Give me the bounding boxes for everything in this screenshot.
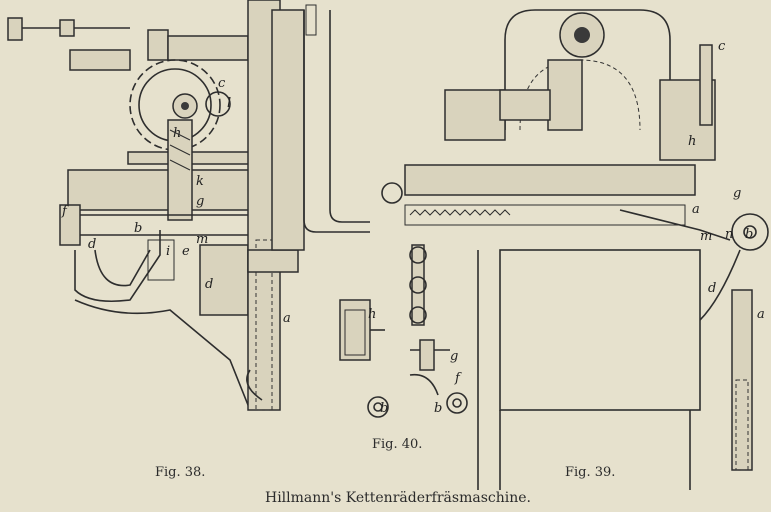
label-fig38-a: a <box>283 311 291 326</box>
label-fig38-b: b <box>134 221 142 236</box>
label-fig40-b2: b <box>434 401 442 416</box>
fig-40-drawing <box>339 244 468 418</box>
label-fig38-m: m <box>196 232 208 247</box>
label-fig39-a2: a <box>757 307 765 322</box>
caption-fig-40: Fig. 40. <box>372 437 423 452</box>
label-fig38-d: d <box>88 237 96 252</box>
label-fig39-n: n <box>725 227 733 242</box>
label-fig38-l: l <box>227 96 231 111</box>
label-fig39-g: g <box>733 186 741 201</box>
label-fig38-c: c <box>218 76 226 91</box>
fig-38-drawing <box>7 0 299 411</box>
label-fig39-a: a <box>692 202 700 217</box>
label-fig39-d: d <box>708 281 716 296</box>
label-fig39-c: c <box>718 39 726 54</box>
label-fig38-i: i <box>166 244 170 259</box>
caption-fig-39: Fig. 39. <box>565 465 616 480</box>
label-fig40-h: h <box>368 307 376 322</box>
label-fig38-f: f <box>61 204 69 219</box>
label-fig40-f: f <box>454 371 462 386</box>
label-fig38-g: g <box>196 194 204 209</box>
label-fig40-b: b <box>380 401 388 416</box>
label-fig38-e: e <box>182 244 190 259</box>
caption-fig-38: Fig. 38. <box>155 465 206 480</box>
figure-title: Hillmann's Kettenräderfräsmaschine. <box>265 490 531 506</box>
label-fig39-m: m <box>700 229 712 244</box>
fig-39-drawing <box>381 9 769 490</box>
label-fig38-d2: d <box>205 277 213 292</box>
column-drawing <box>271 4 370 251</box>
label-fig39-h: h <box>688 134 696 149</box>
label-fig38-h: h <box>173 126 181 141</box>
label-fig39-b: b <box>745 227 753 242</box>
label-fig40-g: g <box>450 349 458 364</box>
label-fig38-k: k <box>196 174 204 189</box>
